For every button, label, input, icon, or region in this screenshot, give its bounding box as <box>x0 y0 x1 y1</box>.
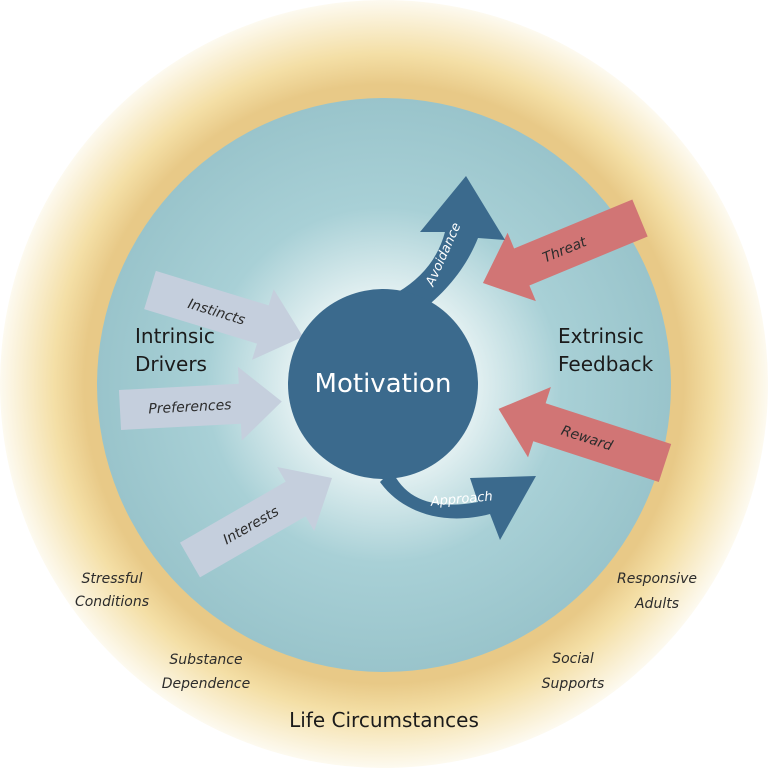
arrow-reward: Reward <box>498 387 672 483</box>
approach-label: Approach <box>429 489 493 509</box>
responsive-adults-line1: Responsive <box>617 571 697 587</box>
arrow-interests: Interests <box>180 466 333 578</box>
arrow-instincts: Instincts <box>144 270 304 360</box>
social-supports-line1: Social <box>552 651 594 667</box>
preferences-label: Preferences <box>148 397 232 417</box>
stressful-conditions-line1: Stressful <box>81 571 142 587</box>
social-supports-line2: Supports <box>542 676 605 692</box>
intrinsic-drivers-line2: Drivers <box>135 352 207 376</box>
arrow-preferences: Preferences <box>118 366 282 441</box>
life-circumstances-title: Life Circumstances <box>289 708 479 732</box>
responsive-adults-line2: Adults <box>634 596 679 612</box>
extrinsic-feedback-line2: Feedback <box>558 352 654 376</box>
arrow-approach: Approach <box>380 470 536 540</box>
substance-dependence-line1: Substance <box>169 652 242 668</box>
substance-dependence-line2: Dependence <box>162 676 250 692</box>
intrinsic-drivers-line1: Intrinsic <box>135 324 215 348</box>
motivation-circle <box>288 289 478 479</box>
arrow-threat: Threat <box>482 199 648 302</box>
motivation-label: Motivation <box>315 369 452 399</box>
extrinsic-feedback-line1: Extrinsic <box>558 324 644 348</box>
stressful-conditions-line2: Conditions <box>75 594 149 610</box>
